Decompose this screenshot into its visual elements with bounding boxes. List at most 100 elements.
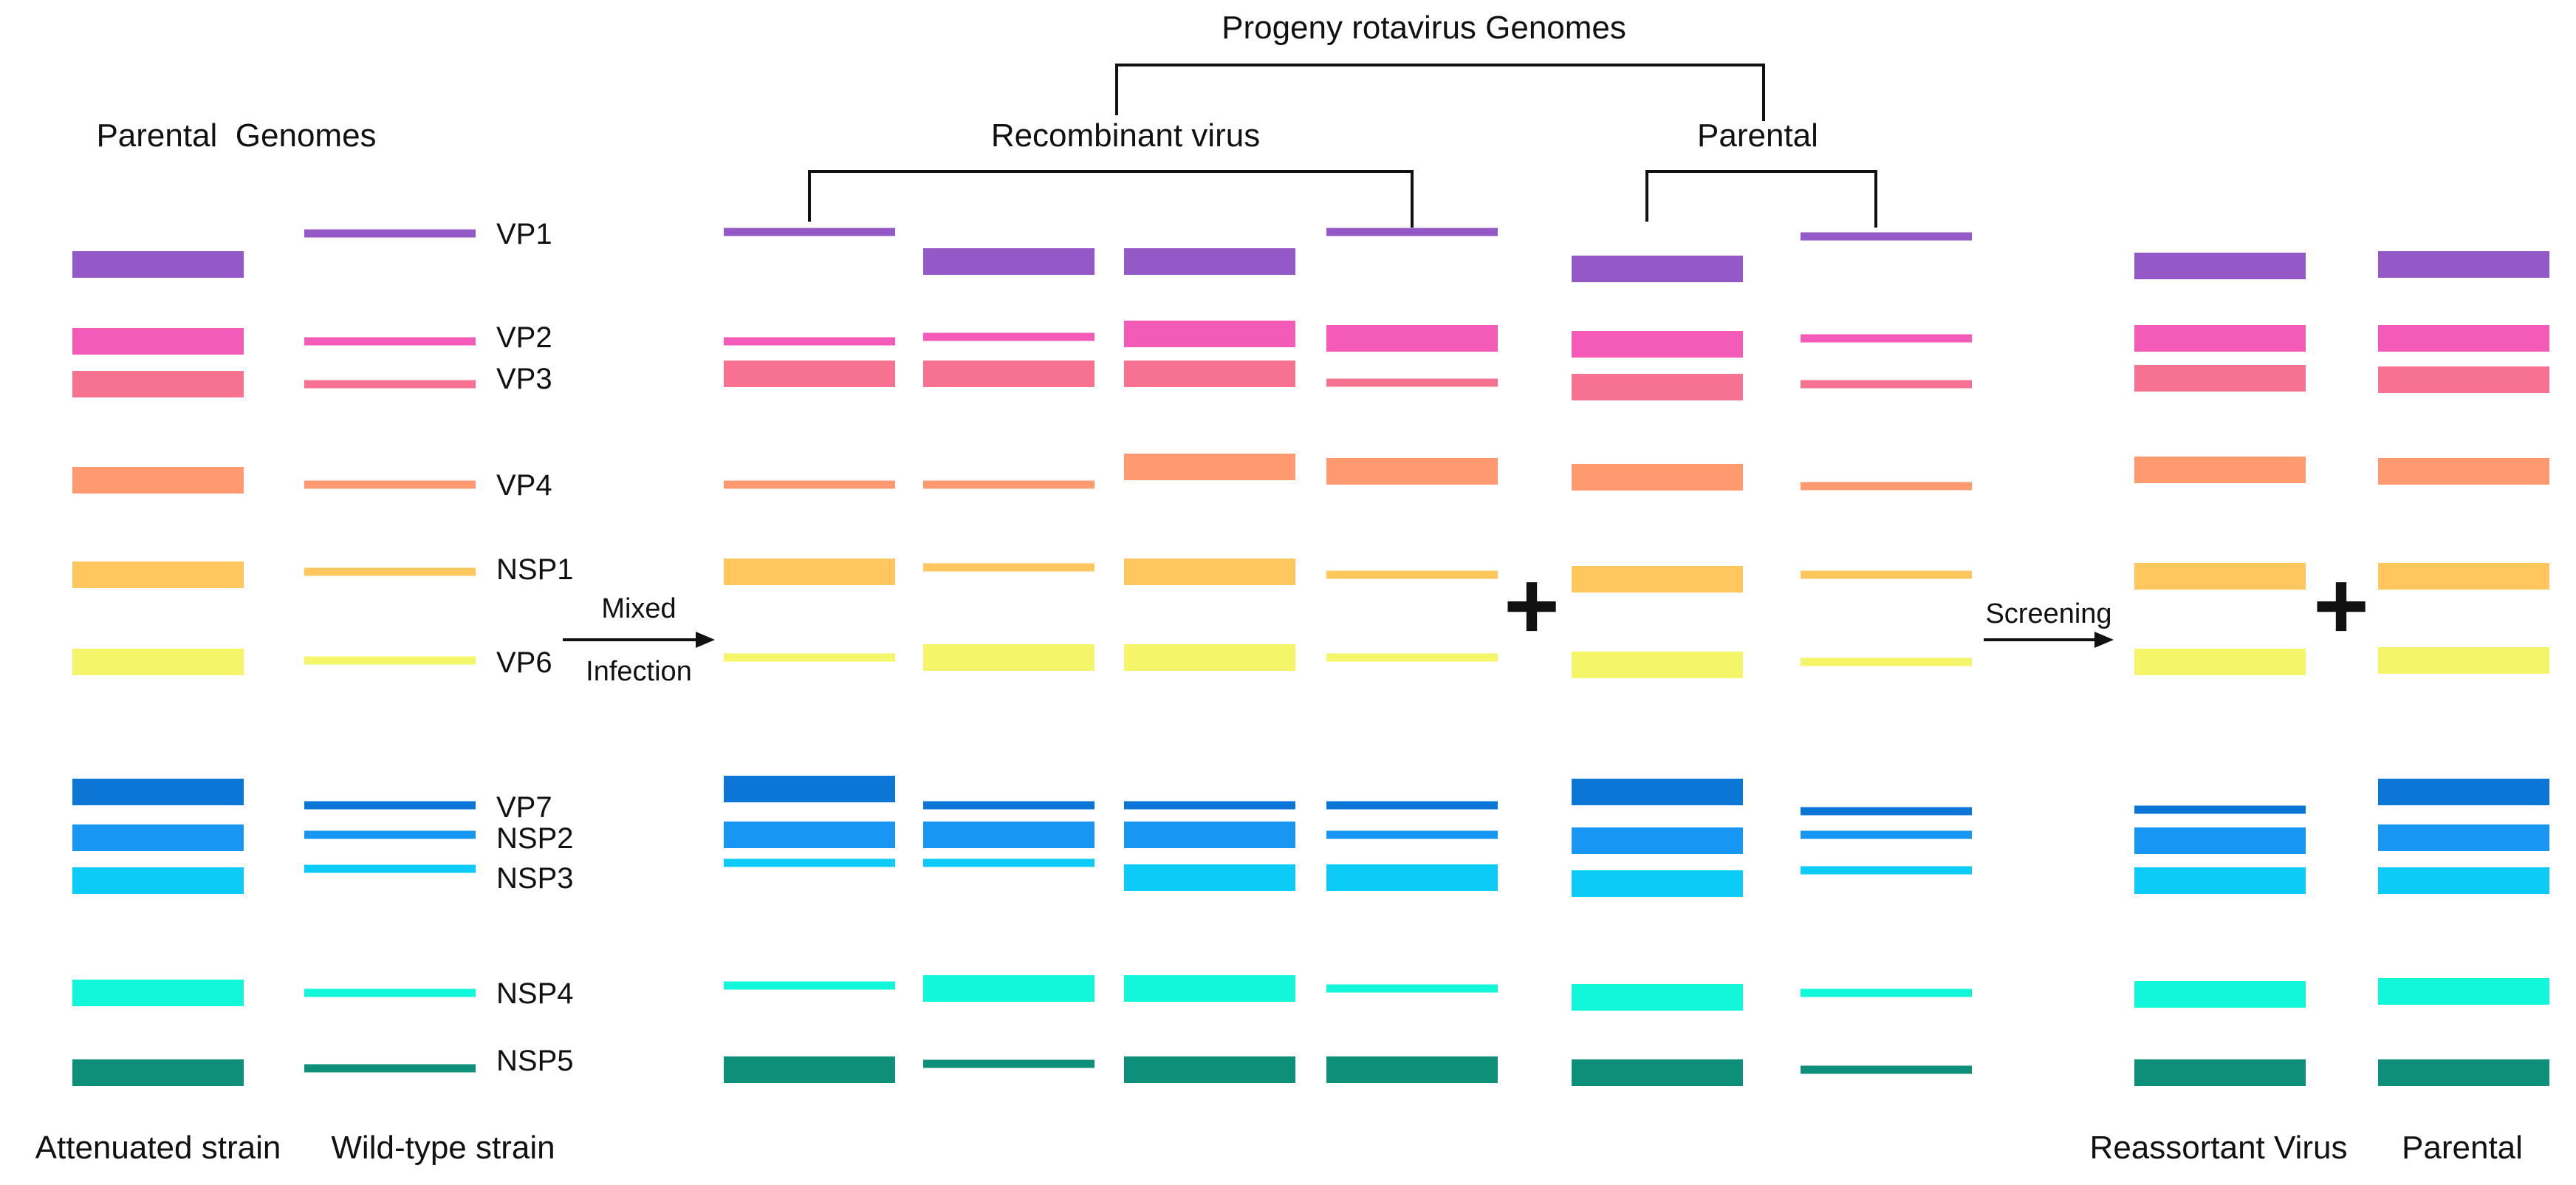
band-lane6-nsp1 [1326, 570, 1498, 579]
screening-label: Screening [1985, 598, 2111, 629]
band-lane3-nsp3 [724, 858, 895, 867]
band-lane10-nsp5 [2378, 1059, 2549, 1086]
band-lane4-vp1 [923, 248, 1095, 275]
band-lane3-nsp2 [724, 822, 895, 848]
band-lane3-nsp5 [724, 1056, 895, 1083]
band-lane2-vp6 [304, 656, 476, 665]
band-lane2-nsp3 [304, 864, 476, 873]
band-lane3-vp1 [724, 228, 895, 236]
band-lane1-vp6 [72, 649, 244, 675]
segment-label-vp7: VP7 [496, 791, 552, 824]
band-lane10-vp2 [2378, 325, 2549, 352]
band-lane7-nsp5 [1572, 1059, 1743, 1086]
band-lane4-vp6 [923, 644, 1095, 671]
band-lane3-vp2 [724, 337, 895, 346]
band-lane2-nsp2 [304, 830, 476, 839]
parental-final-label: Parental [2402, 1130, 2523, 1166]
segment-label-vp3: VP3 [496, 363, 552, 395]
band-lane4-nsp4 [923, 975, 1095, 1002]
band-lane3-vp4 [724, 480, 895, 489]
band-lane5-vp4 [1124, 454, 1295, 480]
band-lane9-nsp4 [2134, 981, 2306, 1008]
band-lane3-nsp4 [724, 981, 895, 990]
band-lane8-nsp2 [1801, 830, 1972, 839]
band-lane1-vp7 [72, 779, 244, 805]
band-lane10-vp6 [2378, 647, 2549, 674]
segment-label-vp2: VP2 [496, 321, 552, 354]
band-lane3-nsp1 [724, 559, 895, 585]
band-lane9-nsp3 [2134, 867, 2306, 894]
band-lane1-nsp4 [72, 980, 244, 1006]
band-lane9-vp3 [2134, 365, 2306, 392]
band-lane6-nsp3 [1326, 864, 1498, 891]
band-lane1-nsp1 [72, 561, 244, 588]
band-lane6-vp4 [1326, 458, 1498, 485]
band-lane2-nsp1 [304, 567, 476, 576]
band-lane7-vp2 [1572, 331, 1743, 358]
band-lane8-vp6 [1801, 658, 1972, 666]
band-lane6-vp7 [1326, 801, 1498, 810]
band-lane9-vp6 [2134, 649, 2306, 675]
plus-sign-1: + [1504, 551, 1560, 659]
band-lane8-nsp4 [1801, 988, 1972, 997]
band-lane9-vp1 [2134, 253, 2306, 279]
band-lane10-nsp4 [2378, 978, 2549, 1005]
band-lane7-vp4 [1572, 464, 1743, 491]
band-lane7-vp3 [1572, 374, 1743, 400]
attenuated-strain-label: Attenuated strain [35, 1130, 281, 1166]
band-lane4-vp3 [923, 361, 1095, 387]
band-lane9-vp7 [2134, 805, 2306, 814]
infection-label: Infection [586, 656, 692, 687]
band-lane1-nsp5 [72, 1059, 244, 1086]
band-lane2-nsp5 [304, 1064, 476, 1073]
band-lane3-vp7 [724, 776, 895, 802]
band-lane6-nsp4 [1326, 984, 1498, 993]
band-lane1-vp1 [72, 251, 244, 278]
band-lane2-vp4 [304, 480, 476, 489]
band-lane2-vp1 [304, 229, 476, 238]
band-lane5-nsp3 [1124, 864, 1295, 891]
band-lane8-vp3 [1801, 380, 1972, 389]
band-lane7-nsp1 [1572, 566, 1743, 592]
band-lane4-vp2 [923, 332, 1095, 341]
band-lane7-nsp4 [1572, 984, 1743, 1011]
band-lane3-vp6 [724, 653, 895, 662]
band-lane8-nsp5 [1801, 1065, 1972, 1074]
band-lane5-nsp4 [1124, 975, 1295, 1002]
segment-label-vp6: VP6 [496, 646, 552, 679]
segment-label-nsp3: NSP3 [496, 862, 574, 895]
progeny-bracket [1115, 64, 1765, 121]
band-lane5-vp2 [1124, 321, 1295, 347]
gel-bands [72, 228, 2549, 1086]
segment-label-nsp4: NSP4 [496, 977, 574, 1010]
band-lane4-nsp3 [923, 858, 1095, 867]
band-lane1-nsp3 [72, 867, 244, 894]
mixed-label: Mixed [601, 593, 676, 624]
recombinant-virus-label: Recombinant virus [991, 117, 1260, 154]
band-lane8-nsp3 [1801, 866, 1972, 875]
band-lane4-vp7 [923, 801, 1095, 810]
band-lane10-vp3 [2378, 366, 2549, 393]
band-lane9-nsp2 [2134, 827, 2306, 854]
band-lane9-nsp1 [2134, 563, 2306, 590]
reassortant-virus-label: Reassortant Virus [2090, 1130, 2348, 1166]
band-lane5-vp6 [1124, 644, 1295, 671]
parental-bracket [1645, 170, 1877, 228]
band-lane10-nsp1 [2378, 563, 2549, 590]
segment-label-nsp2: NSP2 [496, 822, 574, 855]
screening-arrow [1984, 632, 2114, 648]
band-lane6-vp6 [1326, 653, 1498, 662]
band-lane6-vp1 [1326, 228, 1498, 236]
band-lane9-vp2 [2134, 325, 2306, 352]
band-lane10-vp4 [2378, 458, 2549, 485]
band-lane8-vp7 [1801, 807, 1972, 816]
segment-label-nsp1: NSP1 [496, 553, 574, 586]
band-lane4-nsp1 [923, 563, 1095, 572]
band-lane10-vp1 [2378, 251, 2549, 278]
parental-genomes-label: Parental Genomes [96, 117, 376, 154]
band-lane6-vp3 [1326, 378, 1498, 387]
band-lane2-vp7 [304, 801, 476, 810]
band-lane8-nsp1 [1801, 570, 1972, 579]
band-lane5-nsp5 [1124, 1056, 1295, 1083]
band-lane5-nsp2 [1124, 822, 1295, 848]
